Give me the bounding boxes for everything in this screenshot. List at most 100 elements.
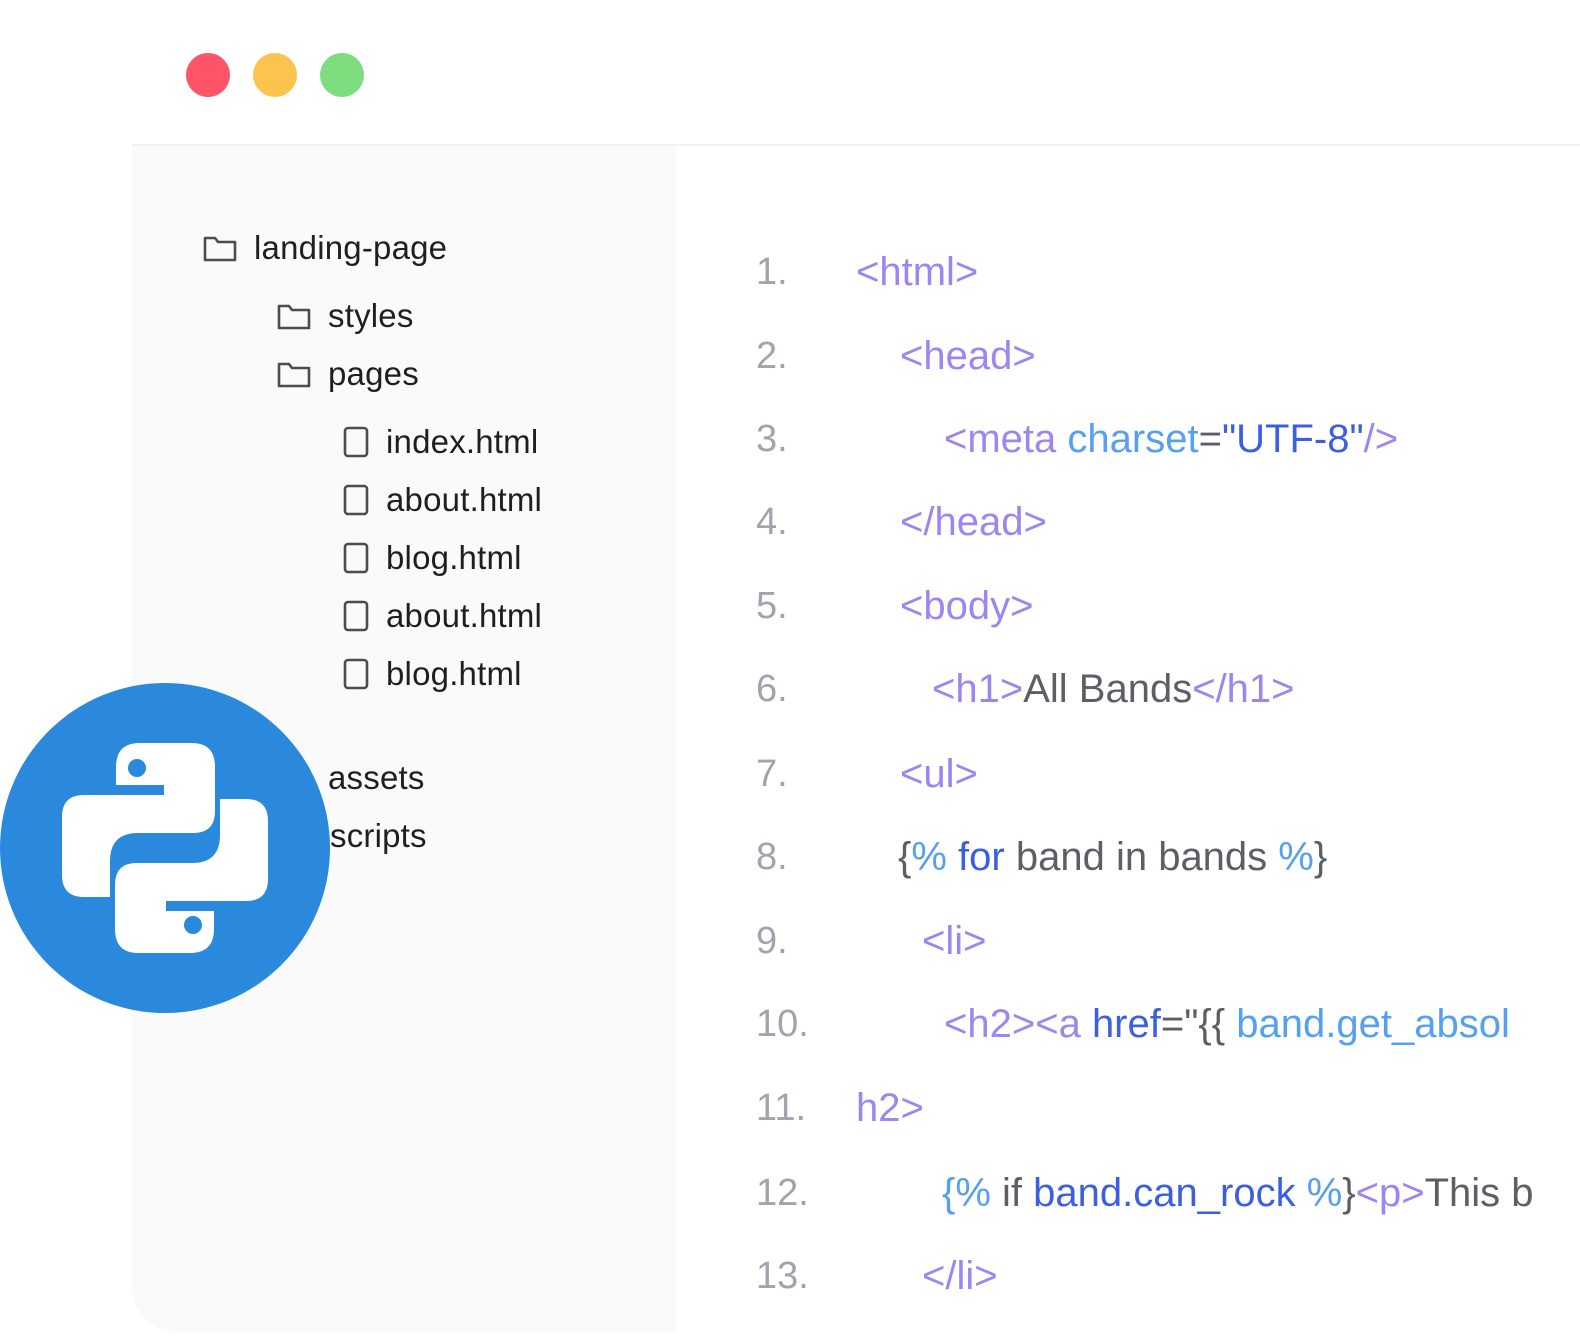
code-token: </head>: [900, 500, 1047, 544]
line-number: 11.: [756, 1087, 807, 1129]
title-bar-divider: [132, 144, 1580, 146]
code-token: />: [1363, 417, 1399, 461]
code-token: href: [1091, 1002, 1161, 1046]
tree-item-label: scripts: [330, 817, 427, 854]
tree-item-index-html[interactable]: index.html: [336, 422, 538, 462]
file-icon: [336, 480, 376, 520]
code-text: <h2><a href="{{ band.get_absol: [944, 994, 1510, 1054]
code-token: %: [911, 835, 959, 879]
tree-item-about-html[interactable]: about.html: [336, 480, 542, 520]
line-number: 2.: [756, 335, 788, 377]
code-line: 5. <body>: [676, 576, 1580, 636]
code-token: This b: [1424, 1171, 1534, 1215]
tree-item-label: landing-page: [254, 229, 448, 266]
line-number: 4.: [756, 501, 788, 543]
code-text: {% for band in bands %}: [898, 827, 1327, 887]
tree-item-label: styles: [328, 297, 414, 334]
file-icon: [336, 538, 376, 578]
code-line: 2. <head>: [676, 326, 1580, 386]
code-text: <ul>: [900, 744, 978, 804]
folder-icon: [200, 228, 240, 268]
line-number: 13.: [756, 1255, 809, 1297]
code-token: {: [898, 835, 912, 879]
line-number: 5.: [756, 585, 788, 627]
code-token: =: [1198, 417, 1222, 461]
python-badge: [0, 683, 330, 1013]
code-token: %: [1278, 835, 1314, 879]
line-number: 1.: [756, 251, 788, 293]
tree-item-styles[interactable]: styles: [274, 296, 414, 336]
code-token: <h2><a: [944, 1002, 1092, 1046]
code-line: 3. <meta charset="UTF-8"/>: [676, 409, 1580, 469]
file-icon: [336, 596, 376, 636]
code-text: </li>: [922, 1246, 998, 1306]
line-number: 7.: [756, 753, 788, 795]
code-line: 1. <html>: [676, 242, 1580, 302]
tree-item-blog-html[interactable]: blog.html: [336, 538, 522, 578]
window-minimize-button[interactable]: [253, 53, 297, 97]
code-token: band in bands: [1004, 835, 1279, 879]
code-token: {%: [942, 1171, 1003, 1215]
code-token: charset: [1067, 417, 1199, 461]
code-token: <html>: [856, 250, 979, 294]
folder-icon: [274, 354, 314, 394]
tree-item-label: about.html: [386, 481, 543, 518]
code-token: </h1>: [1192, 667, 1295, 711]
code-token: </li>: [922, 1254, 998, 1298]
tree-item-label: index.html: [386, 423, 539, 460]
line-number: 8.: [756, 836, 788, 878]
line-number: 6.: [756, 668, 788, 710]
code-text: <h1>All Bands</h1>: [932, 659, 1295, 719]
code-token: <meta: [944, 417, 1068, 461]
code-token: <li>: [922, 919, 987, 963]
code-token: band.get_absol: [1236, 1002, 1510, 1046]
code-token: <h1>: [932, 667, 1024, 711]
folder-icon: [274, 296, 314, 336]
line-number: 9.: [756, 920, 788, 962]
code-line: 4. </head>: [676, 492, 1580, 552]
python-logo-icon: [0, 683, 330, 1013]
tree-item-label: about.html: [386, 597, 543, 634]
code-token: All Bands: [1023, 667, 1193, 711]
code-token: }: [1313, 835, 1328, 879]
code-token: if: [1002, 1171, 1034, 1215]
tree-item-pages[interactable]: pages: [274, 354, 419, 394]
code-line: 10. <h2><a href="{{ band.get_absol: [676, 994, 1580, 1054]
tree-item-label: pages: [328, 355, 419, 392]
code-token: <body>: [900, 584, 1034, 628]
code-text: {% if band.can_rock %}<p>This b: [942, 1163, 1534, 1223]
code-token: <ul>: [900, 752, 978, 796]
code-text: </head>: [900, 492, 1047, 552]
file-icon: [336, 422, 376, 462]
window-maximize-button[interactable]: [320, 53, 364, 97]
code-line: 6. <h1>All Bands</h1>: [676, 659, 1580, 719]
code-text: <html>: [856, 242, 978, 302]
code-token: <p>: [1355, 1171, 1425, 1215]
tree-item-about-html[interactable]: about.html: [336, 596, 542, 636]
code-token: h2>: [856, 1086, 924, 1130]
code-token: band.can_rock: [1033, 1171, 1296, 1215]
tree-item-blog-html[interactable]: blog.html: [336, 654, 522, 694]
code-token: "UTF-8": [1221, 417, 1364, 461]
tree-item-landing-page[interactable]: landing-page: [200, 228, 447, 268]
tree-item-label: assets: [328, 759, 425, 796]
line-number: 10.: [756, 1003, 809, 1045]
tree-item-label: blog.html: [386, 655, 522, 692]
code-line: 8. {% for band in bands %}: [676, 827, 1580, 887]
code-line: 13. </li>: [676, 1246, 1580, 1306]
code-line: 9. <li>: [676, 911, 1580, 971]
code-token: for: [958, 835, 1005, 879]
code-text: <li>: [922, 911, 987, 971]
code-line: 12. {% if band.can_rock %}<p>This b: [676, 1163, 1580, 1223]
code-text: h2>: [856, 1078, 924, 1138]
tree-item-label: blog.html: [386, 539, 522, 576]
window-close-button[interactable]: [186, 53, 230, 97]
code-text: <meta charset="UTF-8"/>: [944, 409, 1398, 469]
line-number: 12.: [756, 1172, 809, 1214]
code-token: %: [1295, 1171, 1343, 1215]
code-token: ="{{: [1160, 1002, 1237, 1046]
code-line: 7. <ul>: [676, 744, 1580, 804]
code-token: <head>: [900, 334, 1036, 378]
code-text: <body>: [900, 576, 1033, 636]
code-editor[interactable]: 1. <html> 2. <head> 3. <meta charset="UT…: [676, 146, 1580, 1344]
